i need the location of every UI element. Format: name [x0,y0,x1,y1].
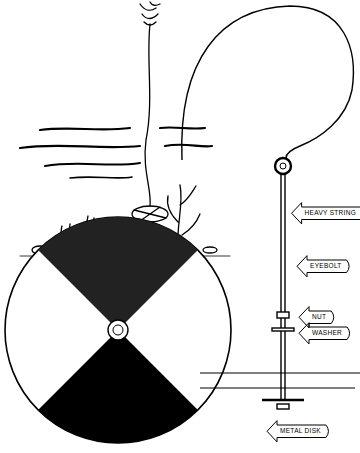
wave [70,177,132,178]
part-label: HEAVY STRING [305,210,356,217]
wave [40,127,205,130]
secchi-disk [5,217,231,443]
dark-quadrant [38,217,198,330]
washer [272,328,294,331]
callout-arrow [292,203,360,224]
leader-line [200,372,360,373]
center-hole [108,320,128,340]
eyebolt-ring [280,163,286,169]
nut [277,404,289,409]
hand [140,2,160,25]
leader-line [200,388,355,389]
part-label: WASHER [312,330,342,337]
center-hole [113,325,123,335]
callout-arrow [267,421,328,442]
thin-string [145,24,150,206]
metal-disk-edge [262,399,304,401]
callout-arrow [297,256,349,277]
heavy-string [182,6,354,160]
part-label: NUT [312,314,326,321]
dark-quadrant [38,330,198,443]
part-label: METAL DISK [280,428,321,435]
callout-arrow [299,307,334,328]
nut [277,312,289,318]
eyebolt-rod [281,174,285,312]
disk-outline [5,217,231,443]
rock [203,247,217,253]
eyebolt-ring [275,158,291,174]
wave [45,163,140,166]
part-label: EYEBOLT [310,263,342,270]
wave [20,145,212,148]
callout-arrow [299,323,350,344]
